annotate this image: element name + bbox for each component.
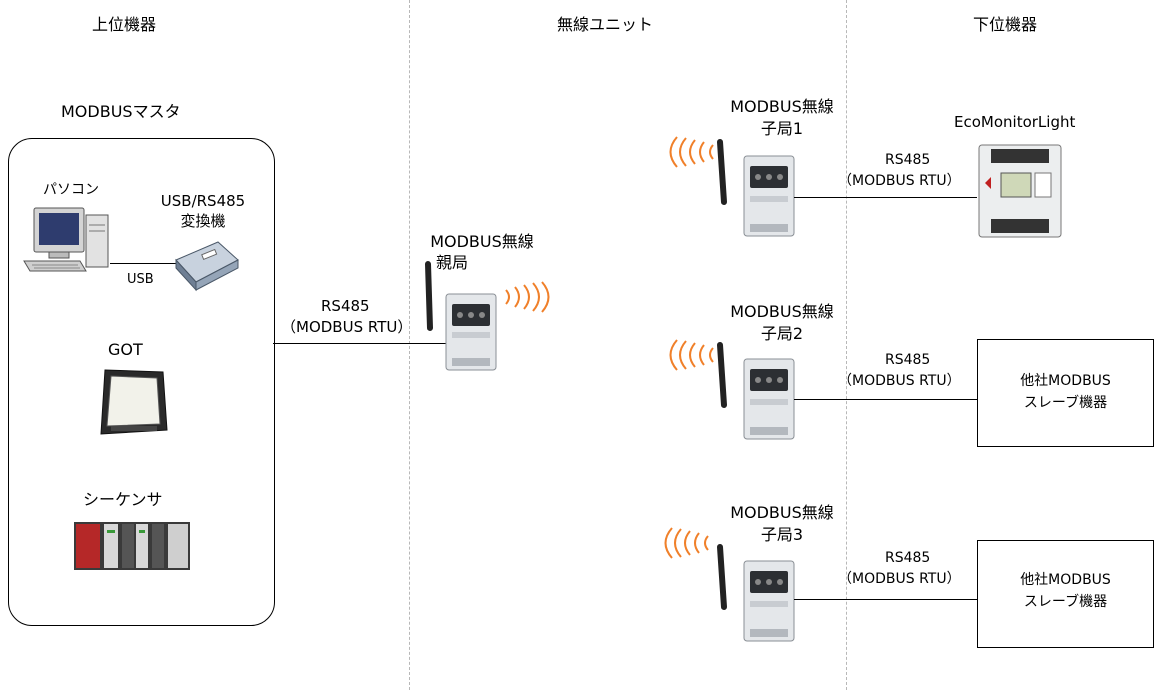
child-unit-3-radio-waves-icon: [664, 527, 709, 559]
plc-label: シーケンサ: [83, 490, 163, 509]
pc-image: [23, 207, 109, 272]
child-unit-3-label-1: MODBUS無線: [730, 503, 834, 522]
child-2-rs485-line: [794, 399, 977, 400]
plc-image: [74, 522, 190, 570]
slave-device-box-2: 他社MODBUS スレーブ機器: [977, 540, 1154, 648]
pc-label: パソコン: [43, 182, 99, 198]
got-image: [100, 369, 168, 435]
child-unit-2-radio-waves-icon: [669, 339, 714, 371]
divider-left: [409, 0, 410, 690]
child-unit-1-image: [717, 139, 795, 237]
ecomonitor-label: EcoMonitorLight: [954, 113, 1076, 131]
usb-label: USB: [127, 272, 154, 287]
header-lower: 下位機器: [973, 15, 1038, 34]
child-unit-1-label-1: MODBUS無線: [730, 97, 834, 116]
slave-device-2-label-1: 他社MODBUS: [1020, 572, 1111, 588]
parent-unit-label-2: 親局: [435, 253, 468, 272]
child-unit-2-label-2: 子局2: [760, 324, 804, 343]
parent-radio-waves-icon: [505, 281, 550, 313]
master-title: MODBUSマスタ: [61, 102, 181, 121]
slave-device-1-label-1: 他社MODBUS: [1020, 373, 1111, 389]
header-host: 上位機器: [92, 15, 157, 34]
child-link-3-label-2: （MODBUS RTU）: [838, 571, 961, 587]
parent-unit-image: [425, 261, 497, 371]
converter-image: [175, 241, 239, 292]
child-1-rs485-line: [794, 197, 977, 198]
child-3-rs485-line: [794, 599, 977, 600]
usb-line: [110, 263, 176, 264]
child-link-3-label-1: RS485: [885, 550, 931, 566]
host-link-label-1: RS485: [321, 297, 370, 315]
child-link-2-label-1: RS485: [885, 352, 931, 368]
slave-device-1-label-2: スレーブ機器: [1023, 395, 1108, 411]
child-unit-1-label-2: 子局1: [760, 119, 804, 138]
got-label: GOT: [108, 340, 143, 359]
slave-device-2-label-2: スレーブ機器: [1023, 594, 1108, 610]
host-link-label-2: （MODBUS RTU）: [281, 318, 413, 336]
ecomonitor-image: [978, 144, 1062, 238]
header-wireless: 無線ユニット: [557, 15, 654, 34]
child-unit-2-label-1: MODBUS無線: [730, 302, 834, 321]
child-link-2-label-2: （MODBUS RTU）: [838, 373, 961, 389]
converter-label-2: 変換機: [180, 212, 226, 230]
divider-right: [846, 0, 847, 690]
host-rs485-line: [273, 343, 455, 344]
child-unit-3-label-2: 子局3: [760, 525, 804, 544]
converter-label-1: USB/RS485: [160, 192, 246, 210]
child-unit-1-radio-waves-icon: [669, 136, 714, 168]
master-group-box: [8, 138, 275, 626]
slave-device-box-1: 他社MODBUS スレーブ機器: [977, 339, 1154, 447]
child-link-1-label-2: （MODBUS RTU）: [838, 173, 961, 189]
child-unit-2-image: [717, 342, 795, 440]
child-unit-3-image: [717, 544, 795, 642]
parent-unit-label-1: MODBUS無線: [430, 232, 534, 251]
child-link-1-label-1: RS485: [885, 152, 931, 168]
